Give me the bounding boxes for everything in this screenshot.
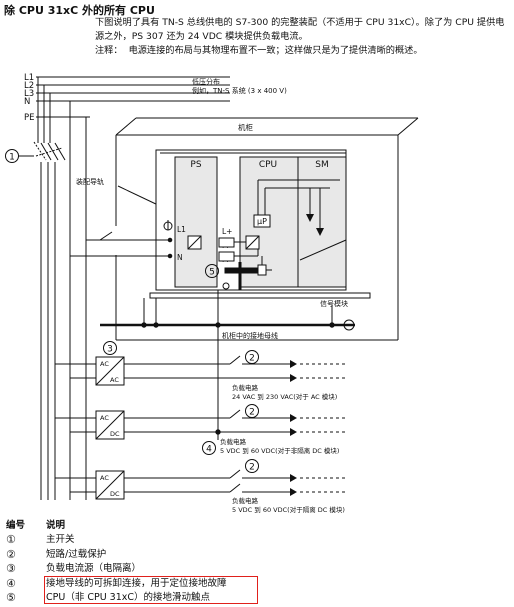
- cpu-label: CPU: [259, 160, 277, 170]
- low-voltage-example: 例如，TN-S 系统 (3 x 400 V): [192, 86, 287, 95]
- wiring-diagram: L1 L2 L3 N PE 低压分布 例如，TN-S 系统 (3 x 400 V…: [5, 73, 419, 514]
- signal-module-label: 信号模块: [320, 299, 348, 308]
- psu1-out-label: AC: [110, 376, 119, 384]
- ground-slider-contact: [224, 267, 260, 274]
- callout-3-label: 3: [107, 345, 113, 355]
- psu2-in-label: AC: [100, 414, 109, 422]
- bus-label-n: N: [24, 97, 30, 107]
- ps-module: [174, 156, 218, 288]
- callout-1-label: 1: [9, 153, 15, 163]
- load-supply-1: [55, 356, 125, 386]
- psu3-out-label: DC: [110, 490, 120, 498]
- load2-spec: 5 VDC 到 60 VDC(对于非隔离 DC 模块): [220, 446, 339, 455]
- power-buses: [36, 76, 230, 118]
- load-supply-3: [55, 470, 125, 500]
- load-supply-2: [55, 410, 125, 440]
- psu3-in-label: AC: [100, 474, 109, 482]
- legend-row: ② 短路/过载保护: [6, 548, 506, 563]
- load3-title: 负载电路: [232, 496, 259, 505]
- callout-5-circle: [205, 264, 219, 278]
- bus-label-l2: L2: [24, 81, 34, 91]
- legend-col-description: 说明: [46, 520, 66, 531]
- ground-bus-label: 机柜中的接地母线: [222, 331, 278, 340]
- legend-row-desc: 主开关: [46, 534, 75, 545]
- legend-row-desc: 负载电流源（电隔离）: [46, 563, 142, 574]
- main-switch: [33, 141, 66, 161]
- callout-2c-circle: [245, 459, 259, 473]
- intro-text: 下图说明了具有 TN-S 总线供电的 S7-300 的完整装配（不适用于 CPU…: [95, 16, 505, 58]
- legend-row-num: ④: [6, 576, 16, 590]
- ps-ground-symbol: [163, 221, 173, 231]
- page-heading: 除 CPU 31xC 外的所有 CPU: [4, 4, 155, 17]
- legend-row-num: ⑤: [6, 591, 16, 604]
- microprocessor-label: µP: [257, 217, 267, 226]
- terminal-n-label: N: [177, 253, 183, 262]
- note-text: 电源连接的布局与其物理布置不一致；这样做只是为了提供清晰的概述。: [128, 45, 423, 56]
- cabinet-ground-symbol: [343, 319, 355, 331]
- callout-4-circle: [202, 441, 216, 455]
- rail-label: 装配导轨: [76, 177, 104, 186]
- intro-note: 注释： 电源连接的布局与其物理布置不一致；这样做只是为了提供清晰的概述。: [95, 44, 505, 58]
- legend-row-desc: CPU（非 CPU 31xC）的接地滑动触点: [46, 592, 211, 603]
- legend-row-num: ①: [6, 533, 16, 546]
- callout-4-label: 4: [206, 445, 212, 455]
- legend-highlight-box: [44, 576, 258, 604]
- legend-row: ④ 接地导线的可拆卸连接，用于定位接地故障: [6, 577, 506, 592]
- legend-row: ③ 负载电流源（电隔离）: [6, 562, 506, 577]
- load2-title: 负载电路: [220, 437, 247, 446]
- bus-label-pe: PE: [24, 113, 35, 123]
- callout-2b-label: 2: [249, 408, 255, 418]
- mounting-rail: [149, 292, 371, 299]
- load1-spec: 24 VAC 到 230 VAC(对于 AC 模块): [232, 392, 337, 401]
- load1-title: 负载电路: [232, 383, 259, 392]
- callout-2b-circle: [245, 404, 259, 418]
- psu1-in-label: AC: [100, 360, 109, 368]
- legend-row-desc: 接地导线的可拆卸连接，用于定位接地故障: [46, 577, 227, 589]
- callout-3-circle: [103, 341, 117, 355]
- legend-row: ⑤ CPU（非 CPU 31xC）的接地滑动触点: [6, 591, 506, 606]
- psu2-out-label: DC: [110, 430, 120, 438]
- bus-label-l1: L1: [24, 73, 34, 83]
- vertical-risers: [37, 77, 87, 500]
- legend-row-num: ③: [6, 562, 16, 575]
- cabinet-outline: [115, 117, 419, 341]
- legend-header: 编号 说明: [6, 519, 506, 533]
- terminal-lplus-label: L+: [222, 227, 232, 236]
- legend-row: ① 主开关: [6, 533, 506, 548]
- ps-label: PS: [190, 160, 201, 170]
- note-label: 注释：: [95, 45, 123, 56]
- legend-row-num: ②: [6, 547, 16, 561]
- legend-table: 编号 说明 ① 主开关 ② 短路/过载保护 ③ 负载电流源（电隔离） ④ 接地导…: [6, 519, 506, 606]
- bus-label-l3: L3: [24, 89, 34, 99]
- sm-module: [297, 156, 347, 288]
- low-voltage-title: 低压分布: [192, 77, 220, 86]
- callout-2a-label: 2: [249, 354, 255, 364]
- cabinet-label: 机柜: [238, 122, 253, 132]
- load3-spec: 5 VDC 到 60 VDC(对于隔离 DC 模块): [232, 505, 345, 514]
- legend-row-desc: 短路/过载保护: [46, 548, 107, 560]
- intro-paragraph: 下图说明了具有 TN-S 总线供电的 S7-300 的完整装配（不适用于 CPU…: [95, 17, 505, 42]
- callout-2c-label: 2: [249, 463, 255, 473]
- terminal-l1-label: L1: [177, 225, 186, 234]
- sm-label: SM: [315, 160, 328, 170]
- callout-5-label: 5: [209, 268, 215, 278]
- callout-2a-circle: [245, 350, 259, 364]
- legend-col-number: 编号: [6, 520, 26, 531]
- microprocessor-box: [253, 214, 271, 228]
